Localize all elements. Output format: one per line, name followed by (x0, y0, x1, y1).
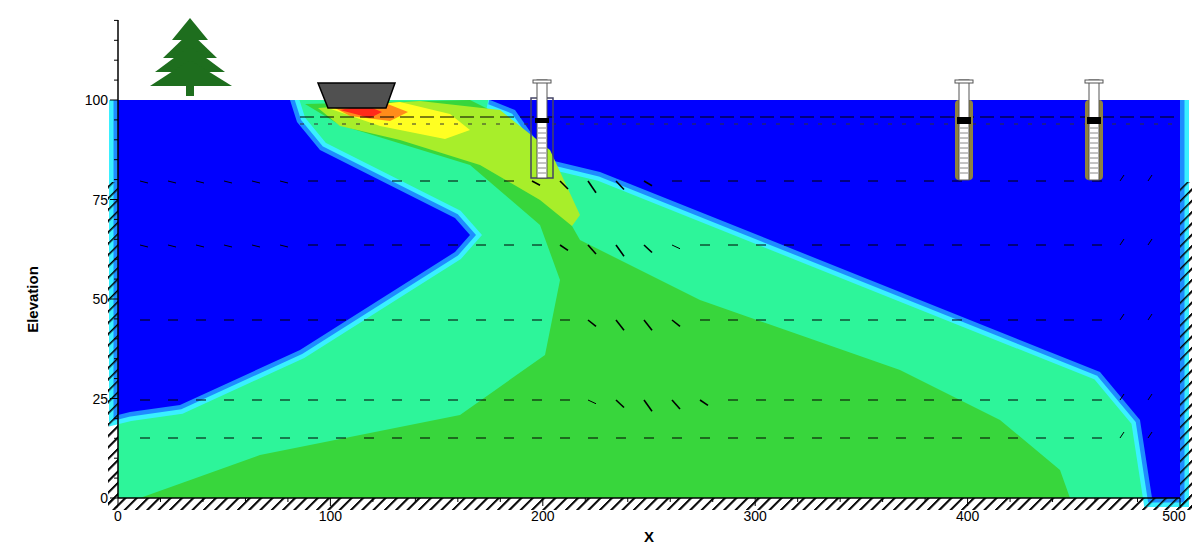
water-table (300, 124, 1180, 125)
tick-label: 500 (1162, 509, 1185, 523)
clean-water (118, 100, 1180, 498)
x-axis (118, 497, 1180, 499)
tick-label: 300 (744, 509, 767, 523)
tick-label: 0 (114, 509, 122, 523)
tick-label: 100 (85, 93, 108, 107)
pond-basin (318, 83, 395, 108)
axis-title: X (644, 529, 654, 544)
axis-ticks (110, 20, 1180, 506)
tick-label: 75 (92, 193, 108, 207)
water-table (300, 116, 1180, 117)
boundary-hatch (108, 182, 118, 508)
tick-label: 50 (92, 292, 108, 306)
tick-label: 100 (319, 509, 342, 523)
tick-label: 400 (956, 509, 979, 523)
plume-yellowgreen (318, 101, 580, 226)
monitoring-well (955, 80, 973, 180)
tick-label: 200 (531, 509, 554, 523)
tick-label: 25 (92, 392, 108, 406)
boundary-hatch (108, 498, 1192, 510)
flow-arrows (140, 175, 1152, 438)
tick-label: 0 (100, 491, 108, 505)
tree-symbol (150, 18, 232, 96)
monitoring-well (531, 80, 553, 178)
axis-title: Elevation (25, 266, 40, 333)
monitoring-well (1085, 80, 1103, 180)
boundary-hatch (1180, 182, 1192, 508)
plume-mint (118, 100, 1180, 498)
